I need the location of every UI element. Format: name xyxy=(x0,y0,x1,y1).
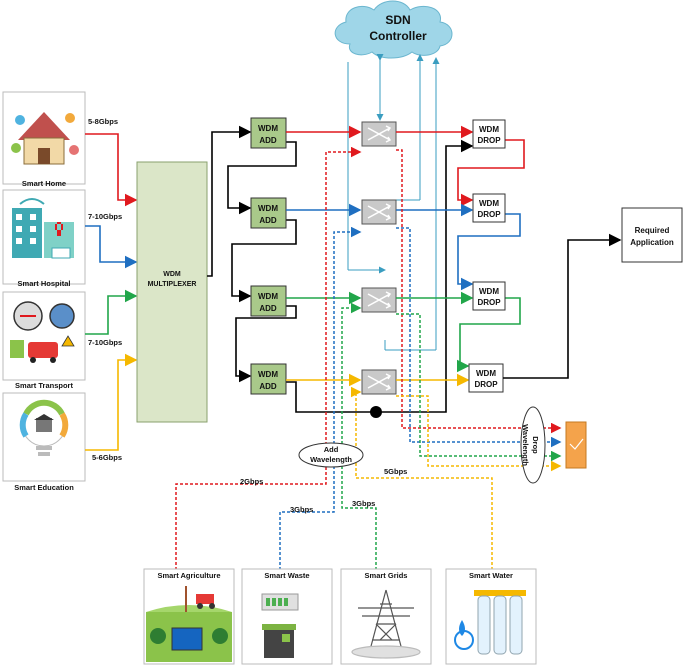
svg-text:Wavelength: Wavelength xyxy=(521,424,530,466)
wdm-drop-2: WDM DROP xyxy=(472,193,506,223)
smart-hospital-rate: 7-10Gbps xyxy=(88,212,122,221)
svg-text:WDM: WDM xyxy=(479,199,499,208)
optical-switch-2 xyxy=(361,199,397,225)
optical-switch-1 xyxy=(361,121,397,147)
smart-hospital-label: Smart Hospital xyxy=(18,279,71,288)
wdm-add-4: WDM ADD xyxy=(250,363,287,395)
svg-text:DROP: DROP xyxy=(477,210,501,219)
smart-water-label: Smart Water xyxy=(469,571,513,580)
wdm-drop-1: WDM DROP xyxy=(472,119,506,149)
multiplexer-line2: MULTIPLEXER xyxy=(148,281,197,288)
smart-home-icon xyxy=(11,112,79,165)
junction-dot xyxy=(370,406,382,418)
multiplexer-line1: WDM xyxy=(163,271,181,278)
optical-switch-4 xyxy=(361,369,397,395)
wdm-drop-3: WDM DROP xyxy=(472,281,506,311)
drop-receiver-box xyxy=(565,421,587,469)
source-links xyxy=(85,133,138,451)
wdm-add-1: WDM ADD xyxy=(250,117,287,149)
agriculture-icon xyxy=(146,586,232,662)
smart-waste-rate: 3Gbps xyxy=(290,505,313,514)
smart-hospital-panel: Smart Hospital xyxy=(2,189,86,288)
svg-text:Drop: Drop xyxy=(531,436,540,454)
svg-text:ADD: ADD xyxy=(259,304,277,313)
transport-icon xyxy=(10,301,75,363)
wdm-multiplexer: WDM MULTIPLEXER xyxy=(136,161,208,423)
svg-text:WDM: WDM xyxy=(258,292,278,301)
smart-agriculture-panel: Smart Agriculture xyxy=(143,568,235,665)
svg-text:Wavelength: Wavelength xyxy=(310,455,352,464)
lightbulb-icon xyxy=(19,399,69,456)
controller-links xyxy=(347,54,440,351)
smart-education-panel: Smart Education xyxy=(2,392,86,492)
svg-text:DROP: DROP xyxy=(477,298,501,307)
black-trunk xyxy=(207,125,474,413)
svg-text:WDM: WDM xyxy=(258,370,278,379)
water-filter-icon xyxy=(454,590,526,655)
to-application-link xyxy=(503,233,622,379)
switch-to-drop-links xyxy=(396,125,525,387)
wdm-add-3: WDM ADD xyxy=(250,285,287,317)
smart-home-rate: 5-8Gbps xyxy=(88,117,118,126)
add-wavelength-node: Add Wavelength xyxy=(298,442,364,468)
wdm-add-2: WDM ADD xyxy=(250,197,287,229)
waste-bin-icon xyxy=(261,593,299,658)
svg-text:WDM: WDM xyxy=(258,124,278,133)
smart-transport-panel: Smart Transport xyxy=(2,291,86,390)
smart-grids-rate: 3Gbps xyxy=(352,499,375,508)
smart-transport-rate: 7-10Gbps xyxy=(88,338,122,347)
svg-text:Add: Add xyxy=(324,445,339,454)
dotted-wavelength-paths xyxy=(175,146,562,580)
controller-title: SDN xyxy=(385,13,410,27)
svg-text:WDM: WDM xyxy=(258,204,278,213)
svg-text:ADD: ADD xyxy=(259,216,277,225)
add-to-switch-links xyxy=(286,125,362,387)
optical-switch-3 xyxy=(361,287,397,313)
svg-text:WDM: WDM xyxy=(476,369,496,378)
svg-text:Application: Application xyxy=(630,238,674,247)
power-tower-icon xyxy=(351,589,421,659)
svg-text:DROP: DROP xyxy=(474,380,498,389)
smart-education-label: Smart Education xyxy=(14,483,74,492)
controller-subtitle: Controller xyxy=(369,29,427,43)
wdm-drop-4: WDM DROP xyxy=(468,363,504,393)
svg-text:Required: Required xyxy=(635,226,670,235)
smart-agriculture-rate: 2Gbps xyxy=(240,477,263,486)
svg-text:ADD: ADD xyxy=(259,382,277,391)
smart-grids-panel: Smart Grids xyxy=(340,568,432,665)
smart-home-panel: Smart Home xyxy=(2,91,86,188)
svg-text:WDM: WDM xyxy=(479,287,499,296)
smart-water-panel: Smart Water xyxy=(445,568,537,665)
svg-text:ADD: ADD xyxy=(259,136,277,145)
smart-transport-label: Smart Transport xyxy=(15,381,73,390)
smart-education-rate: 5-6Gbps xyxy=(92,453,122,462)
drop-wavelength-node: Drop Wavelength xyxy=(520,406,546,484)
smart-waste-panel: Smart Waste xyxy=(241,568,333,665)
hospital-icon xyxy=(12,198,74,259)
required-application: Required Application xyxy=(621,207,683,263)
smart-waste-label: Smart Waste xyxy=(264,571,309,580)
smart-water-rate: 5Gbps xyxy=(384,467,407,476)
smart-agriculture-label: Smart Agriculture xyxy=(157,571,220,580)
svg-text:WDM: WDM xyxy=(479,125,499,134)
svg-text:DROP: DROP xyxy=(477,136,501,145)
sdn-controller-cloud: SDN Controller xyxy=(334,0,453,59)
smart-home-label: Smart Home xyxy=(22,179,66,188)
smart-grids-label: Smart Grids xyxy=(365,571,408,580)
